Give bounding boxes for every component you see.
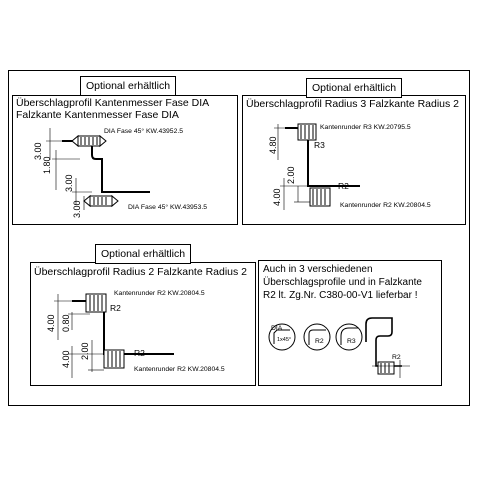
panel-note — [258, 260, 442, 386]
dim-lines-b — [274, 124, 310, 210]
panel-radius-3-2 — [242, 95, 466, 225]
symbol-r3-label: R3 — [347, 338, 356, 345]
tool-label-a-top: DIA Fase 45° KW.43952.5 — [104, 128, 184, 135]
panel-a-title-line1: Überschlagprofil Kantenmesser Fase DIA — [16, 97, 210, 109]
note-line-1: Auch in 3 verschiedenen — [263, 264, 373, 275]
tool-r2-bottom-c — [103, 349, 125, 369]
note-line-2: Überschlagsprofile und in Falzkante — [263, 277, 422, 288]
radius-label-b-top: R3 — [314, 140, 325, 150]
panel-c-title: Überschlagprofil Radius 2 Falzkante Radi… — [34, 266, 248, 278]
tool-label-a-bottom: DIA Fase 45° KW.43953.5 — [128, 204, 208, 211]
tool-label-c-bottom: Kantenrunder R2 KW.20804.5 — [134, 366, 225, 373]
dim-lines-c — [54, 294, 104, 378]
dim-lines-a — [46, 128, 92, 210]
radius-label-c-bottom: R2 — [134, 348, 145, 358]
panel-a-title-line2: Falzkante Kantenmesser Fase DIA — [16, 109, 179, 121]
profile-d-radius: R2 — [392, 354, 401, 361]
panel-b-title: Überschlagprofil Radius 3 Falzkante Radi… — [246, 98, 460, 110]
optional-badge-top-left: Optional erhältlich — [80, 76, 177, 96]
tool-r2-d — [377, 361, 395, 375]
tool-fase-bottom — [83, 194, 119, 208]
note-line-3: R2 lt. Zg.Nr. C380-00-V1 lieferbar ! — [263, 290, 418, 301]
optional-badge-top-right: Optional erhältlich — [306, 78, 403, 98]
tool-label-b-top: Kantenrunder R3 KW.20795.5 — [320, 124, 411, 131]
profile-d — [365, 317, 402, 367]
symbol-r2-circle — [303, 323, 331, 351]
radius-label-b-bottom: R2 — [338, 181, 349, 191]
panel-radius-2-2 — [30, 262, 256, 386]
symbol-dia-sublabel: 1x45° — [277, 337, 292, 343]
radius-label-c-top: R2 — [110, 303, 121, 313]
tool-label-c-top: Kantenrunder R2 KW.20804.5 — [114, 290, 205, 297]
optional-badge-bottom-left: Optional erhältlich — [95, 244, 192, 264]
drawing-frame — [8, 70, 470, 406]
symbol-r2-label: R2 — [315, 338, 324, 345]
tool-r2-top-c — [85, 293, 107, 313]
tool-fase-top — [71, 134, 107, 148]
symbol-dia-label: DIA — [271, 325, 283, 332]
tool-label-b-bottom: Kantenrunder R2 KW.20804.5 — [340, 202, 431, 209]
tool-r2-bottom — [309, 187, 331, 207]
tool-r3-top — [297, 123, 317, 141]
